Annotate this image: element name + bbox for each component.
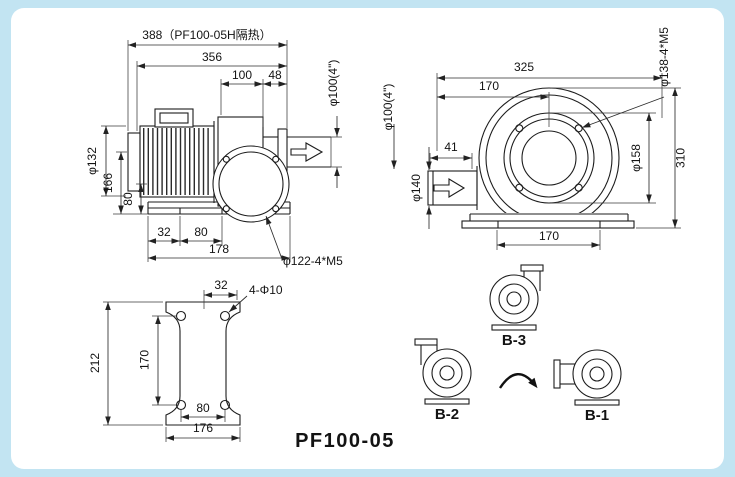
mount-hole bbox=[175, 399, 187, 411]
inlet-duct bbox=[427, 166, 478, 210]
airflow-arrow-icon bbox=[290, 142, 324, 162]
label-b3: B-3 bbox=[502, 332, 526, 349]
mount-hole bbox=[219, 399, 231, 411]
dim-166: 166 bbox=[101, 173, 115, 193]
dim-170-top: 170 bbox=[479, 79, 499, 93]
dim-212: 212 bbox=[88, 353, 102, 373]
airflow-arrow-icon bbox=[433, 178, 466, 198]
front-view-dimensions: 325 170 φ138-4*M5 φ100(4") 41 φ140 φ158 … bbox=[381, 27, 688, 250]
dim-356: 356 bbox=[202, 50, 222, 64]
side-view-dimensions: 388（PF100-05H隔热） 356 100 48 φ100(4") φ13… bbox=[85, 28, 343, 268]
dim-170-bottom: 170 bbox=[539, 229, 559, 243]
base-view-dimensions: 32 4-Φ10 212 170 80 176 bbox=[88, 278, 283, 442]
blower-side-view: 388（PF100-05H隔热） 356 100 48 φ100(4") φ13… bbox=[85, 28, 343, 268]
flange-callout-label: φ122-4*M5 bbox=[283, 254, 343, 268]
terminal-box bbox=[154, 108, 194, 128]
dim-41: 41 bbox=[444, 140, 458, 154]
model-title: PF100-05 bbox=[295, 430, 395, 452]
dim-176: 176 bbox=[193, 421, 213, 435]
inlet-flange-side bbox=[212, 145, 290, 223]
dim-duct-diameter: φ140 bbox=[409, 174, 423, 202]
label-b2: B-2 bbox=[435, 406, 459, 423]
base-plate-outline bbox=[165, 301, 241, 426]
blower-front-view: 325 170 φ138-4*M5 φ100(4") 41 φ140 φ158 … bbox=[381, 27, 688, 250]
orientation-views: B-3 B-2 B-1 bbox=[414, 264, 622, 424]
dim-310: 310 bbox=[674, 148, 688, 168]
dim-32: 32 bbox=[157, 225, 171, 239]
dim-80-base: 80 bbox=[194, 225, 208, 239]
dim-80-vertical: 80 bbox=[121, 192, 135, 206]
holes-callout: 4-Φ10 bbox=[249, 283, 283, 297]
dim-outlet-diameter: φ100(4") bbox=[326, 60, 340, 107]
dim-178: 178 bbox=[209, 242, 229, 256]
rotation-arrow-icon bbox=[498, 373, 538, 389]
mount-hole bbox=[175, 310, 187, 322]
orientation-b1: B-1 bbox=[553, 349, 622, 424]
orientation-b2: B-2 bbox=[414, 338, 472, 423]
base-front bbox=[461, 213, 635, 229]
dim-100: 100 bbox=[232, 68, 252, 82]
dim-bolt-circle: φ138-4*M5 bbox=[657, 27, 671, 87]
dim-388-insulated: 388（PF100-05H隔热） bbox=[142, 28, 271, 42]
dim-inlet-diameter: φ100(4") bbox=[381, 84, 395, 131]
dim-48: 48 bbox=[268, 68, 282, 82]
dim-325: 325 bbox=[514, 60, 534, 74]
motor bbox=[127, 108, 215, 198]
dim-32-base: 32 bbox=[214, 278, 228, 292]
dim-80-holes: 80 bbox=[196, 401, 210, 415]
housing-base-mask bbox=[440, 213, 655, 231]
label-b1: B-1 bbox=[585, 407, 609, 424]
orientation-b3: B-3 bbox=[489, 264, 544, 349]
dim-170-holes: 170 bbox=[138, 350, 152, 370]
mounting-base-view: 32 4-Φ10 212 170 80 176 bbox=[88, 278, 283, 442]
dim-motor-diameter: φ132 bbox=[85, 147, 99, 175]
mount-hole bbox=[219, 310, 231, 322]
dim-flange-diameter: φ158 bbox=[629, 144, 643, 172]
